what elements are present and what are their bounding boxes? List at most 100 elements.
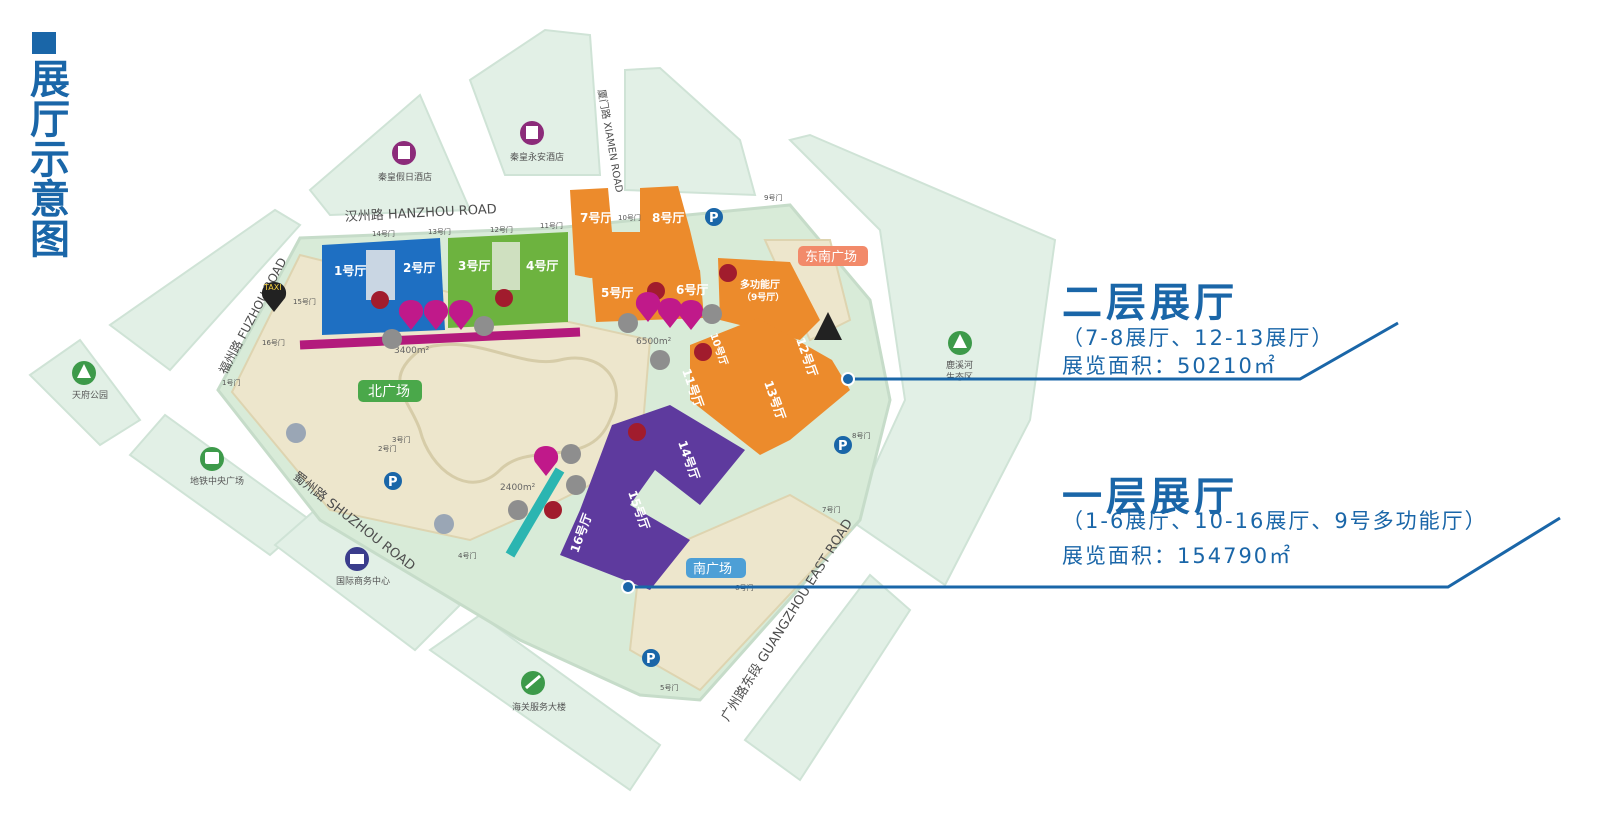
svg-text:天府公园: 天府公园	[72, 389, 108, 401]
page-title: 展厅示意图	[23, 58, 69, 258]
svg-text:东南广场: 东南广场	[805, 249, 857, 265]
block-hotel1	[308, 93, 472, 217]
svg-text:南广场: 南广场	[693, 561, 732, 577]
svg-text:秦皇永安酒店: 秦皇永安酒店	[510, 151, 564, 163]
svg-text:北广场: 北广场	[368, 384, 410, 400]
gate-7: 7号门	[822, 505, 840, 514]
escalator-icon	[561, 444, 581, 464]
hall-3-label: 3号厅	[458, 258, 490, 273]
road-xiamen: 厦门路 XIAMEN ROAD	[595, 88, 626, 194]
svg-text:海关服务大楼: 海关服务大楼	[512, 701, 566, 713]
escalator-markers	[382, 304, 722, 520]
first-aid-icon	[544, 501, 562, 519]
plaza-north: 北广场	[358, 380, 422, 402]
svg-text:P: P	[838, 439, 848, 454]
gate-13: 13号门	[428, 227, 451, 236]
hall-8-label: 8号厅	[652, 210, 684, 225]
wetland-marker: 鹿溪河 生态区	[946, 331, 973, 383]
gate-4: 4号门	[458, 551, 476, 560]
svg-text:鹿溪河: 鹿溪河	[946, 359, 973, 371]
legend-lines	[621, 321, 1561, 594]
parking-icon	[834, 436, 852, 454]
hall-1-label: 1号厅	[334, 263, 366, 278]
fire-marker	[814, 312, 842, 340]
parking-marker: P	[705, 208, 723, 226]
lower-hall-title: 一层展厅	[1062, 474, 1238, 520]
hotel2-marker: 秦皇永安酒店	[510, 121, 564, 163]
plaza-south: 南广场	[686, 558, 746, 578]
gate-1: 1号门	[222, 378, 240, 387]
gate-11: 11号门	[540, 221, 563, 230]
gate-8: 8号门	[852, 431, 870, 440]
gate-10: 10号门	[618, 213, 641, 222]
hotel1-marker: 秦皇假日酒店	[378, 141, 432, 183]
hall-4-label: 4号厅	[526, 258, 558, 273]
svg-text:P: P	[709, 211, 719, 226]
gate-15: 15号门	[293, 297, 316, 306]
gate-5: 5号门	[660, 683, 678, 692]
city-blocks	[28, 28, 1057, 792]
escalator-icon	[382, 329, 402, 349]
block-east	[788, 133, 1057, 587]
gate-14: 14号门	[372, 229, 395, 238]
halls-green	[448, 232, 568, 328]
svg-text:国际商务中心: 国际商务中心	[336, 575, 390, 587]
parking-marker: P	[642, 649, 660, 667]
hall-6-label: 6号厅	[676, 282, 708, 297]
svg-text:生态区: 生态区	[946, 371, 973, 383]
gate-2: 2号门	[378, 444, 396, 453]
parking-marker: P	[384, 472, 402, 490]
hall-multi-sub: （9号厅）	[742, 292, 784, 303]
metro-marker: 地铁中央广场	[190, 447, 244, 487]
fire-icon	[814, 312, 842, 340]
halls-purple	[560, 405, 745, 590]
hall-2-label: 2号厅	[403, 260, 435, 275]
gate-3: 3号门	[392, 435, 410, 444]
parking-marker: P	[834, 436, 852, 454]
bus-icon	[286, 423, 306, 443]
block-hotel2	[468, 28, 602, 176]
hall-multi-label: 多功能厅	[740, 278, 780, 291]
escalator-icon	[508, 500, 528, 520]
block-park	[28, 338, 142, 447]
first-aid-icon	[694, 343, 712, 361]
parking-icon	[705, 208, 723, 226]
upper-hall-title: 二层展厅	[1062, 280, 1238, 326]
taxi-icon: TAXI	[263, 283, 282, 292]
svg-text:地铁中央广场: 地铁中央广场	[190, 475, 244, 487]
title-marker	[32, 32, 56, 54]
park-marker: 天府公园	[72, 361, 108, 401]
lower-hall-area: 展览面积：154790㎡	[1062, 544, 1293, 568]
escalator-icon	[650, 350, 670, 370]
first-aid-icon	[495, 289, 513, 307]
taxi-marker: TAXI	[261, 282, 287, 312]
svg-text:P: P	[388, 475, 398, 490]
gate-12: 12号门	[490, 225, 513, 234]
area-3400: 3400m²	[394, 346, 430, 356]
svg-text:P: P	[646, 652, 656, 667]
gate-9: 9号门	[764, 193, 782, 202]
block-customs	[428, 613, 662, 792]
first-aid-icon	[719, 264, 737, 282]
escalator-icon	[618, 313, 638, 333]
business-marker: 国际商务中心	[336, 547, 390, 587]
first-aid-markers	[371, 264, 737, 519]
area-6500: 6500m²	[636, 337, 672, 347]
block-southeast	[743, 573, 912, 782]
first-aid-icon	[628, 423, 646, 441]
bus-markers	[286, 423, 454, 534]
escalator-icon	[702, 304, 722, 324]
hall-5-label: 5号厅	[601, 285, 633, 300]
gate-16: 16号门	[262, 338, 285, 347]
upper-hall-area: 展览面积：50210㎡	[1062, 354, 1277, 378]
block-xiamen	[624, 66, 757, 197]
lower-hall-list: （1-6展厅、10-16展厅、9号多功能厅）	[1062, 509, 1488, 533]
halls-blue	[322, 238, 445, 335]
first-aid-icon	[371, 291, 389, 309]
area-2400: 2400m²	[500, 483, 536, 493]
road-hanzhou: 汉州路 HANZHOU ROAD	[344, 201, 497, 225]
svg-text:秦皇假日酒店: 秦皇假日酒店	[378, 171, 432, 183]
upper-hall-list: （7-8展厅、12-13展厅）	[1062, 326, 1335, 350]
parking-icon	[384, 472, 402, 490]
